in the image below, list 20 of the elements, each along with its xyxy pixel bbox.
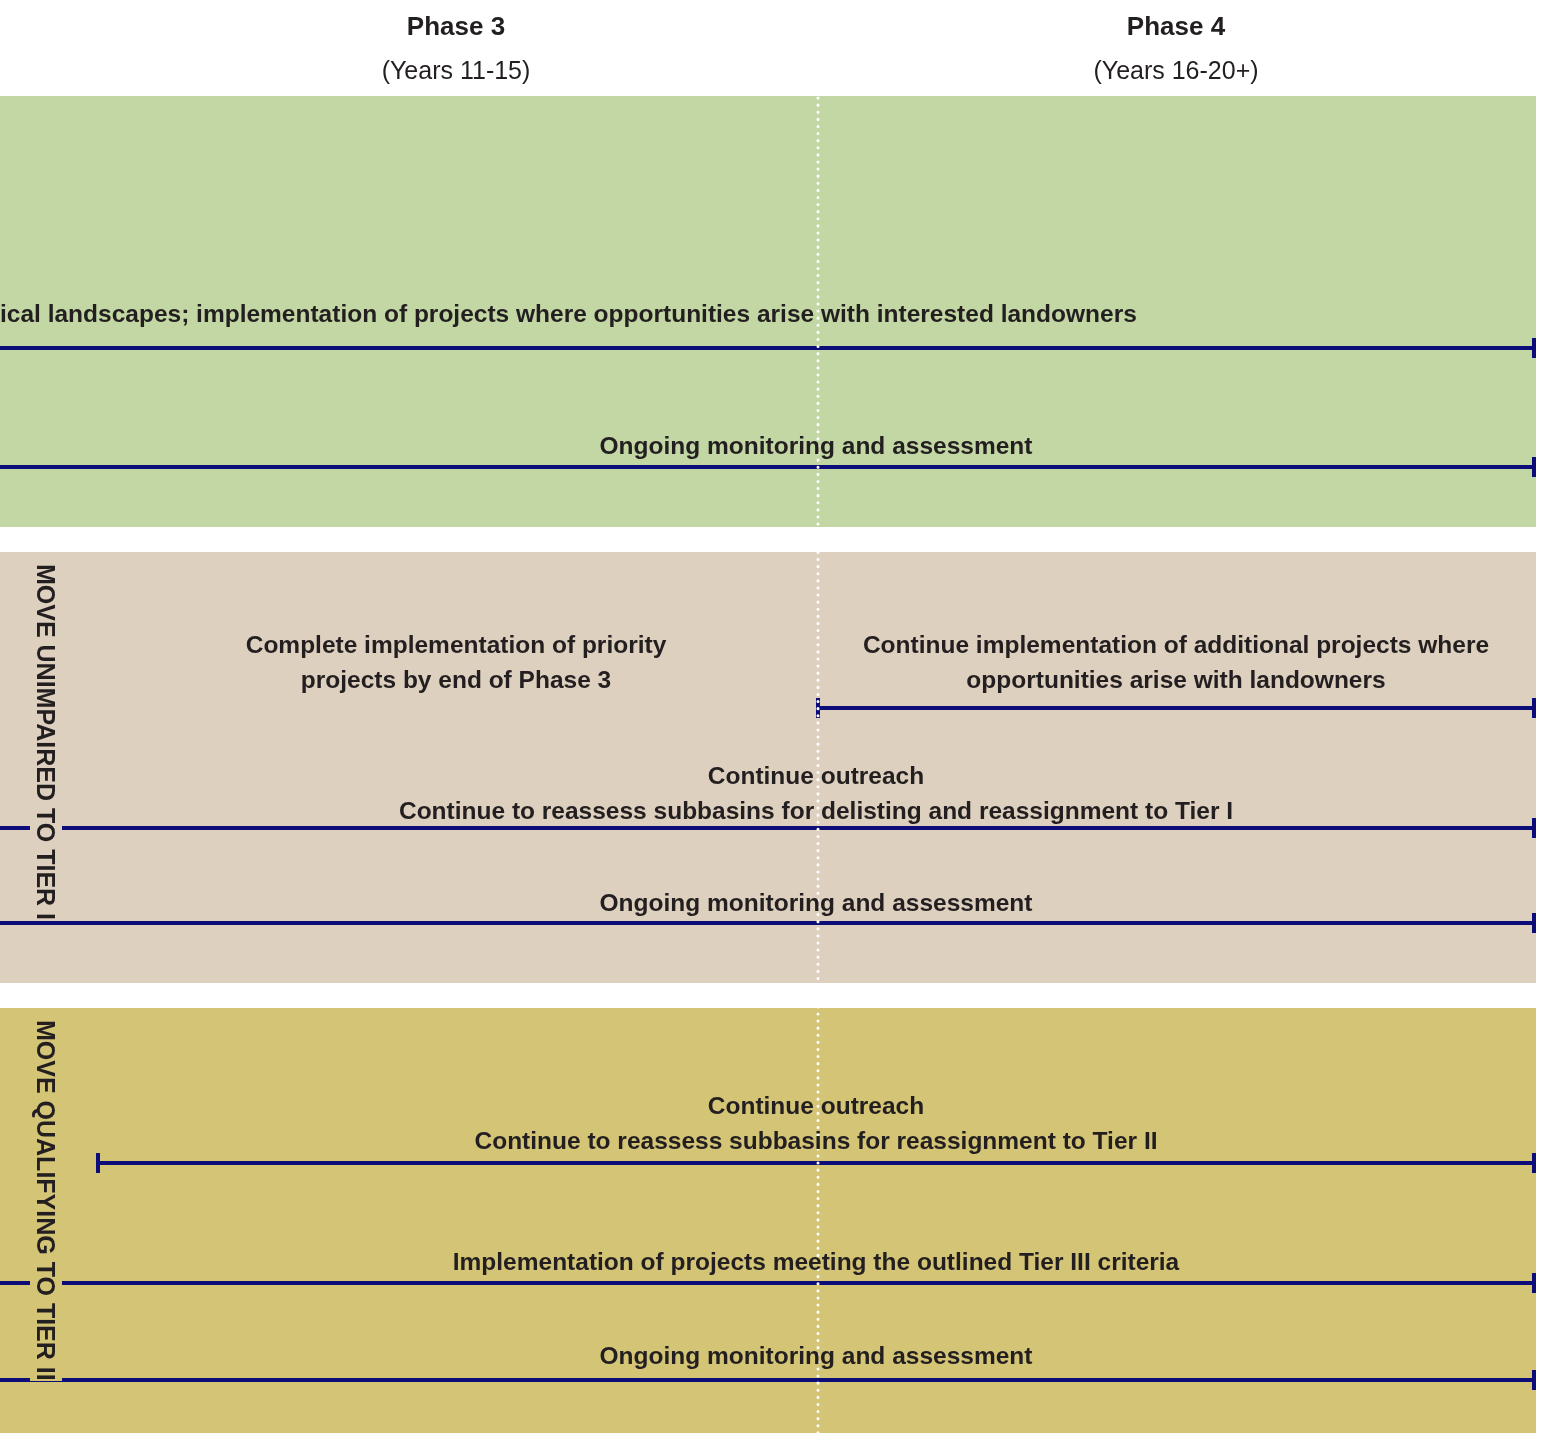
activity-text: Implementation of projects meeting the outlined Tier III criteria: [452, 1247, 1180, 1277]
activity-text: Continue implementation of additional projects where opportunities arise with landowners: [861, 630, 1491, 695]
activity-text: Ongoing monitoring and assessment: [599, 1341, 1033, 1371]
phase-years: (Years 11-15): [381, 55, 531, 86]
activity-text: Ongoing monitoring and assessment: [599, 431, 1033, 461]
activity-text: Continue outreach: [707, 1091, 925, 1121]
band-title: MOVE QUALIFYING TO TIER II: [30, 1020, 62, 1381]
band-title: MOVE UNIMPAIRED TO TIER I: [30, 564, 62, 921]
phase-band: [0, 1008, 1536, 1433]
activity-text: Continue to reassess subbasins for delisting and reassignment to Tier I: [398, 796, 1234, 826]
phase-years: (Years 16-20+): [1093, 55, 1259, 86]
phase-band: [0, 552, 1536, 983]
activity-text: Complete implementation of priority projects by end of Phase 3: [244, 630, 668, 695]
activity-text: Continue outreach: [707, 761, 925, 791]
activity-text: ical landscapes; implementation of projects where opportunities arise with interested landowners: [0, 299, 1137, 329]
phase-heading: Phase 3: [406, 10, 506, 43]
phase-band: [0, 96, 1536, 527]
phase-heading: Phase 4: [1126, 10, 1226, 43]
activity-text: Continue to reassess subbasins for reassignment to Tier II: [474, 1126, 1158, 1156]
activity-text: Ongoing monitoring and assessment: [599, 888, 1033, 918]
